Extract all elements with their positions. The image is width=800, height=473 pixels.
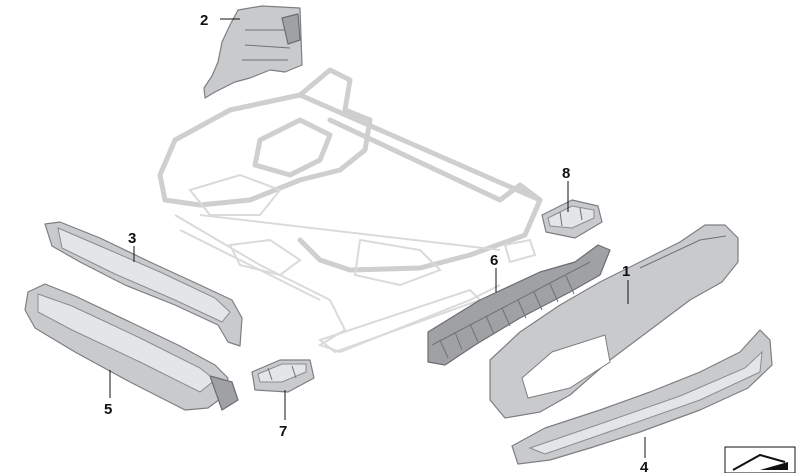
callout-8: 8 xyxy=(562,165,570,182)
part-5-side-cover xyxy=(24,283,239,411)
part-1-side-trim xyxy=(489,224,739,419)
callout-5: 5 xyxy=(104,401,112,418)
callout-6: 6 xyxy=(490,252,498,269)
callout-1: 1 xyxy=(622,263,630,280)
part-3-trim-strip xyxy=(44,221,243,347)
part-4-lower-trim xyxy=(511,329,773,465)
part-8-bracket xyxy=(541,199,603,239)
part-6-carrier xyxy=(427,244,611,366)
callout-2: 2 xyxy=(200,12,208,29)
callout-7: 7 xyxy=(279,423,287,440)
leader-lines xyxy=(109,18,646,458)
seat-frame-ghost xyxy=(157,67,543,354)
callout-3: 3 xyxy=(128,230,136,247)
parts-catalog-corner-icon xyxy=(724,446,796,473)
part-7-bracket xyxy=(251,359,315,393)
part-2-trim-panel xyxy=(203,5,303,99)
callout-4: 4 xyxy=(640,459,649,473)
